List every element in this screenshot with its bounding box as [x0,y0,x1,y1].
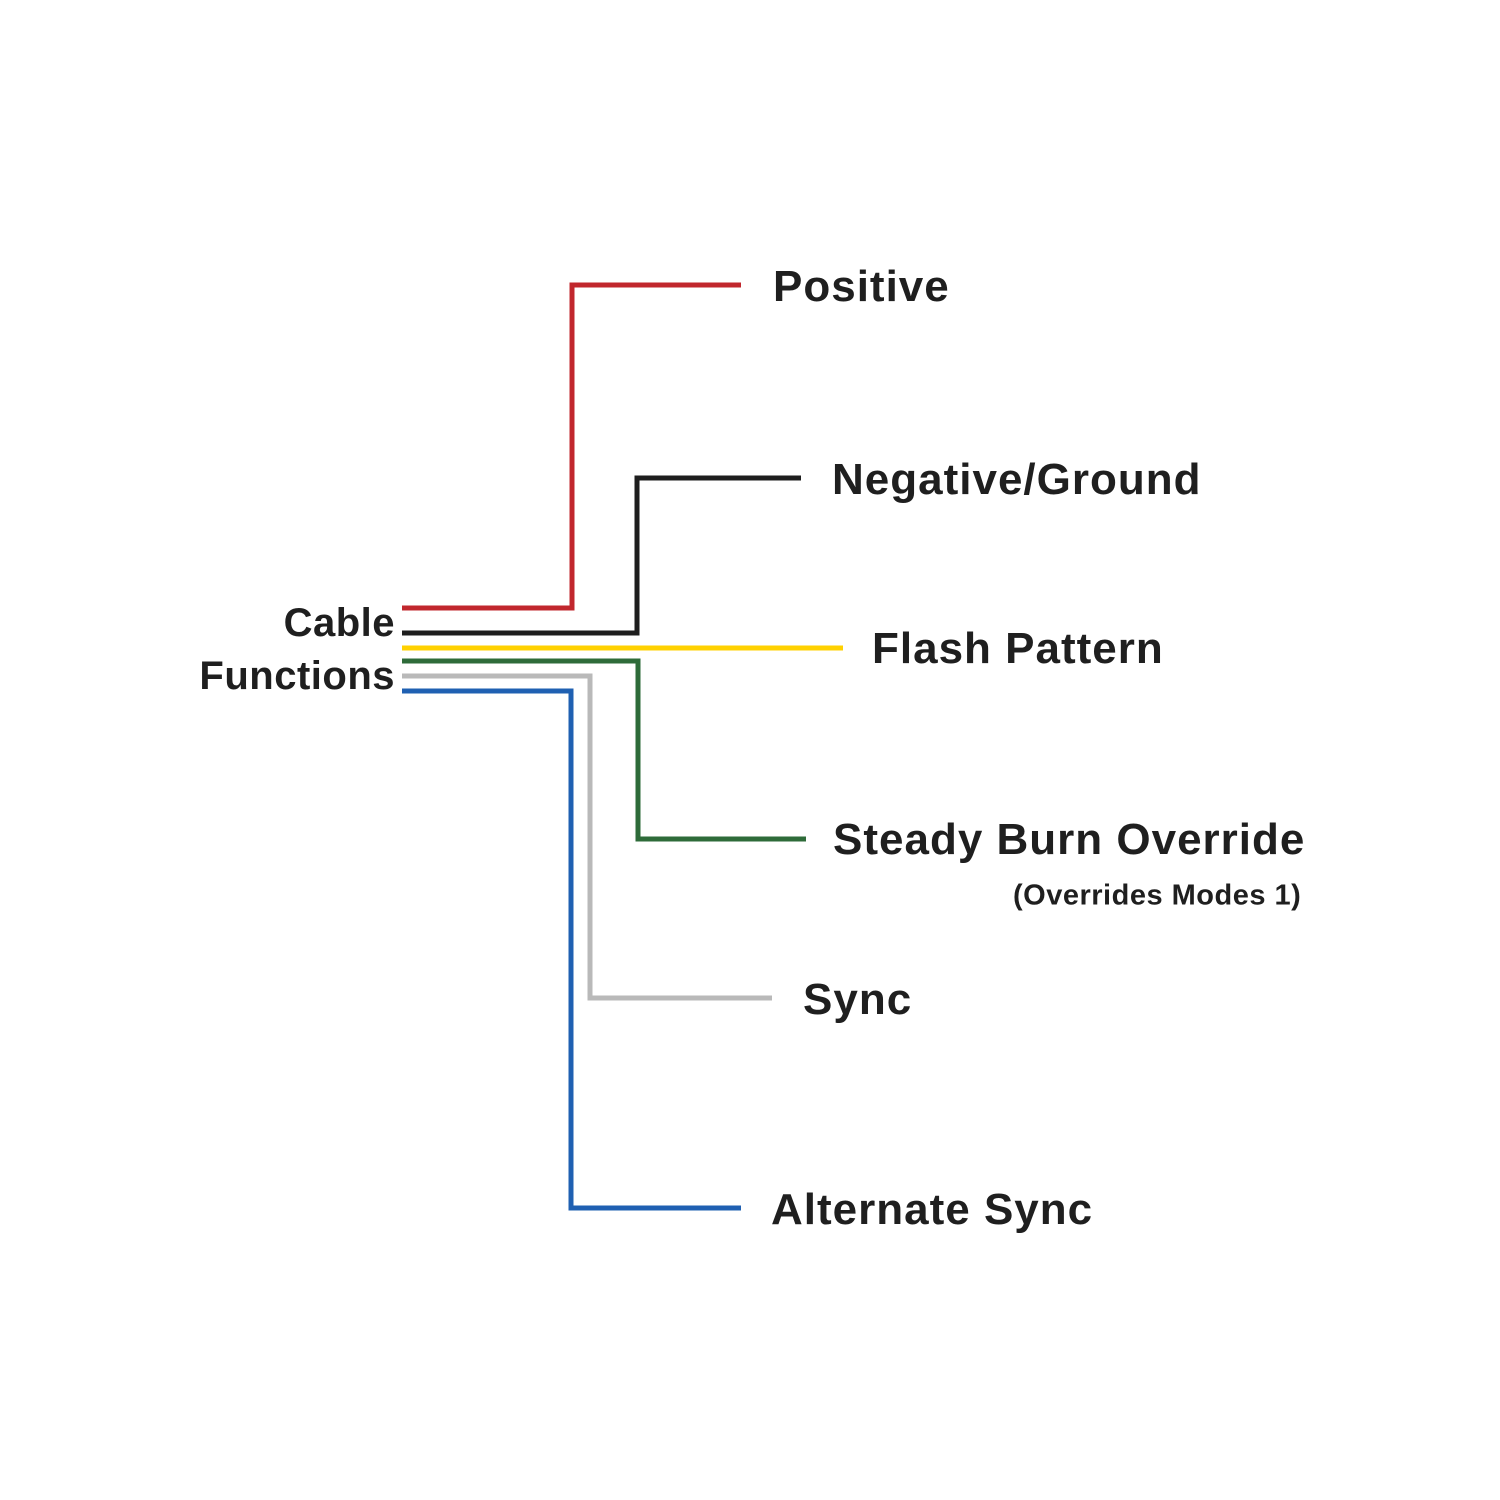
wire-label-negative-ground: Negative/Ground [832,455,1202,504]
wire-label-alternate-sync: Alternate Sync [771,1185,1094,1234]
diagram-title: Cable Functions [199,597,395,703]
wire-label-steady-burn-override: Steady Burn Override [833,815,1306,864]
wire-positive [402,282,741,611]
wire-sublabel-steady-burn-override: (Overrides Modes 1) [1013,879,1302,912]
wire-label-positive: Positive [773,262,950,311]
wire-negative-ground [402,475,801,636]
wire-steady-burn-override [402,658,806,842]
diagram-title-line2: Functions [199,654,395,698]
wire-label-flash-pattern: Flash Pattern [872,624,1164,673]
diagram-title-line1: Cable [283,601,395,645]
wire-sync [402,673,772,1001]
wire-label-sync: Sync [803,975,913,1024]
wire-alternate-sync [402,688,741,1211]
